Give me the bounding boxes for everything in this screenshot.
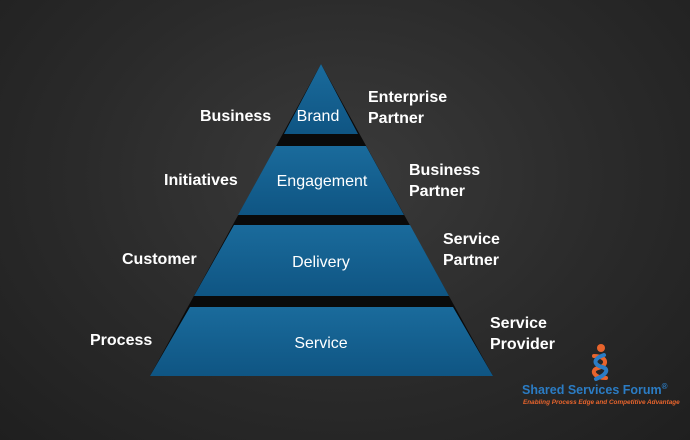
shared-services-forum-logo: Shared Services Forum® Enabling Process … bbox=[522, 344, 682, 412]
right-label-line2: Partner bbox=[409, 183, 466, 200]
tier-delivery-label: Delivery bbox=[292, 254, 350, 271]
tier-engagement-label: Engagement bbox=[277, 173, 368, 190]
right-label-line1: Service bbox=[443, 231, 500, 248]
tier-brand-shape bbox=[284, 64, 358, 134]
registered-mark: ® bbox=[661, 382, 668, 391]
tier-service-label: Service bbox=[294, 335, 347, 352]
right-label-service-partner: Service Partner bbox=[443, 229, 500, 271]
right-label-line2: Provider bbox=[490, 336, 555, 353]
right-label-line1: Enterprise bbox=[368, 89, 448, 106]
left-label-customer: Customer bbox=[122, 251, 197, 268]
logo-name: Shared Services Forum® bbox=[522, 382, 668, 397]
left-label-initiatives: Initiatives bbox=[164, 172, 238, 189]
right-label-service-provider: Service Provider bbox=[490, 313, 555, 355]
left-label-business: Business bbox=[200, 108, 272, 125]
logo-name-text: Shared Services Forum bbox=[522, 383, 662, 398]
tier-service-shape bbox=[150, 307, 493, 376]
tier-engagement-shape bbox=[238, 146, 404, 215]
right-label-enterprise-partner: Enterprise Partner bbox=[368, 87, 447, 129]
pyramid-gap-shadow bbox=[150, 64, 493, 376]
right-label-line1: Business bbox=[409, 162, 481, 179]
tier-brand-label: Brand bbox=[297, 108, 340, 125]
logo-tagline: Enabling Process Edge and Competitive Ad… bbox=[523, 399, 680, 406]
tier-delivery-shape bbox=[194, 225, 449, 296]
left-label-process: Process bbox=[90, 332, 153, 349]
right-label-business-partner: Business Partner bbox=[409, 160, 480, 202]
right-label-line2: Partner bbox=[368, 110, 425, 127]
flame-swirl-icon bbox=[591, 344, 609, 381]
right-label-line1: Service bbox=[490, 315, 547, 332]
right-label-line2: Partner bbox=[443, 252, 500, 269]
